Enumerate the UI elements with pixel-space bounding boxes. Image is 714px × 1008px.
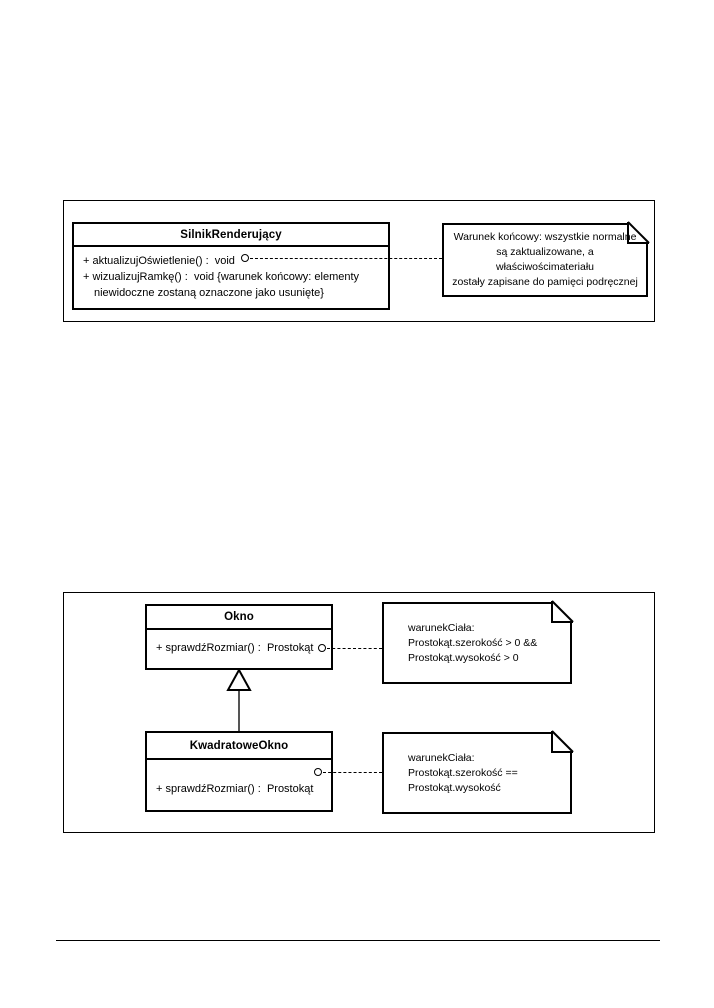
class-name-silnik-renderujacy: SilnikRenderujący [74,224,388,247]
note-body [382,732,572,814]
operation-line: + wizualizujRamkę() : void {warunek końc… [83,271,360,283]
operation-line: + sprawdźRozmiar() : Prostokąt [156,783,314,795]
class-name-okno: Okno [147,606,331,630]
note-body [442,223,648,297]
note-box-warunek-ciala-okno[interactable]: warunekCiała: Prostokąt.szerokość > 0 &&… [382,600,574,684]
note-anchor-circle [318,644,326,652]
generalization-line [238,690,240,733]
note-anchor-circle [241,254,249,262]
class-operations-silnik-renderujacy: + aktualizujOświetlenie() : void + wizua… [74,247,388,307]
footer-divider [56,940,660,941]
note-text-line: warunekCiała: [408,621,475,634]
operation-line: + sprawdźRozmiar() : Prostokąt [156,642,314,654]
note-link-dashed [327,648,382,649]
note-text-line: zostały zapisane do pamięci podręcznej [452,276,638,288]
operation-line: + aktualizujOświetlenie() : void [83,255,235,267]
note-anchor-circle [314,768,322,776]
note-box-warunek-ciala-kwadratowe-okno[interactable]: warunekCiała: Prostokąt.szerokość == Pro… [382,730,574,814]
generalization-arrow-icon [226,668,252,691]
class-name-kwadratowe-okno: KwadratoweOkno [147,733,331,760]
note-text-line: warunekCiała: [408,751,475,764]
note-box-warunek-koncowy[interactable]: Warunek końcowy: wszystkie normalne są z… [442,221,650,297]
note-text-line: Prostokąt.szerokość == [408,766,518,779]
operation-line-continuation: niewidoczne zostaną oznaczone jako usuni… [94,287,324,299]
note-text-line: Prostokąt.szerokość > 0 && [408,636,538,649]
class-box-kwadratowe-okno[interactable]: KwadratoweOkno + sprawdźRozmiar() : Pros… [145,731,333,812]
class-box-okno[interactable]: Okno + sprawdźRozmiar() : Prostokąt [145,604,333,670]
note-fold-icon [551,730,574,753]
note-text: Warunek końcowy: wszystkie normalne są z… [442,223,648,297]
note-text-line: Warunek końcowy: wszystkie normalne [453,231,637,243]
class-operations-kwadratowe-okno: + sprawdźRozmiar() : Prostokąt [147,760,331,803]
note-link-dashed [250,258,442,259]
note-text-line: Prostokąt.wysokość [408,781,501,794]
note-text-line: Prostokąt.wysokość > 0 [408,651,519,664]
note-fold-icon [627,221,650,244]
note-text: warunekCiała: Prostokąt.szerokość == Pro… [382,732,572,814]
note-text-line: są zaktualizowane, a właściwościmateriał… [495,246,595,273]
note-text: warunekCiała: Prostokąt.szerokość > 0 &&… [382,602,572,684]
note-body [382,602,572,684]
note-fold-icon [551,600,574,623]
note-link-dashed [323,772,382,773]
class-box-silnik-renderujacy[interactable]: SilnikRenderujący + aktualizujOświetleni… [72,222,390,310]
class-operations-okno: + sprawdźRozmiar() : Prostokąt [147,630,331,662]
